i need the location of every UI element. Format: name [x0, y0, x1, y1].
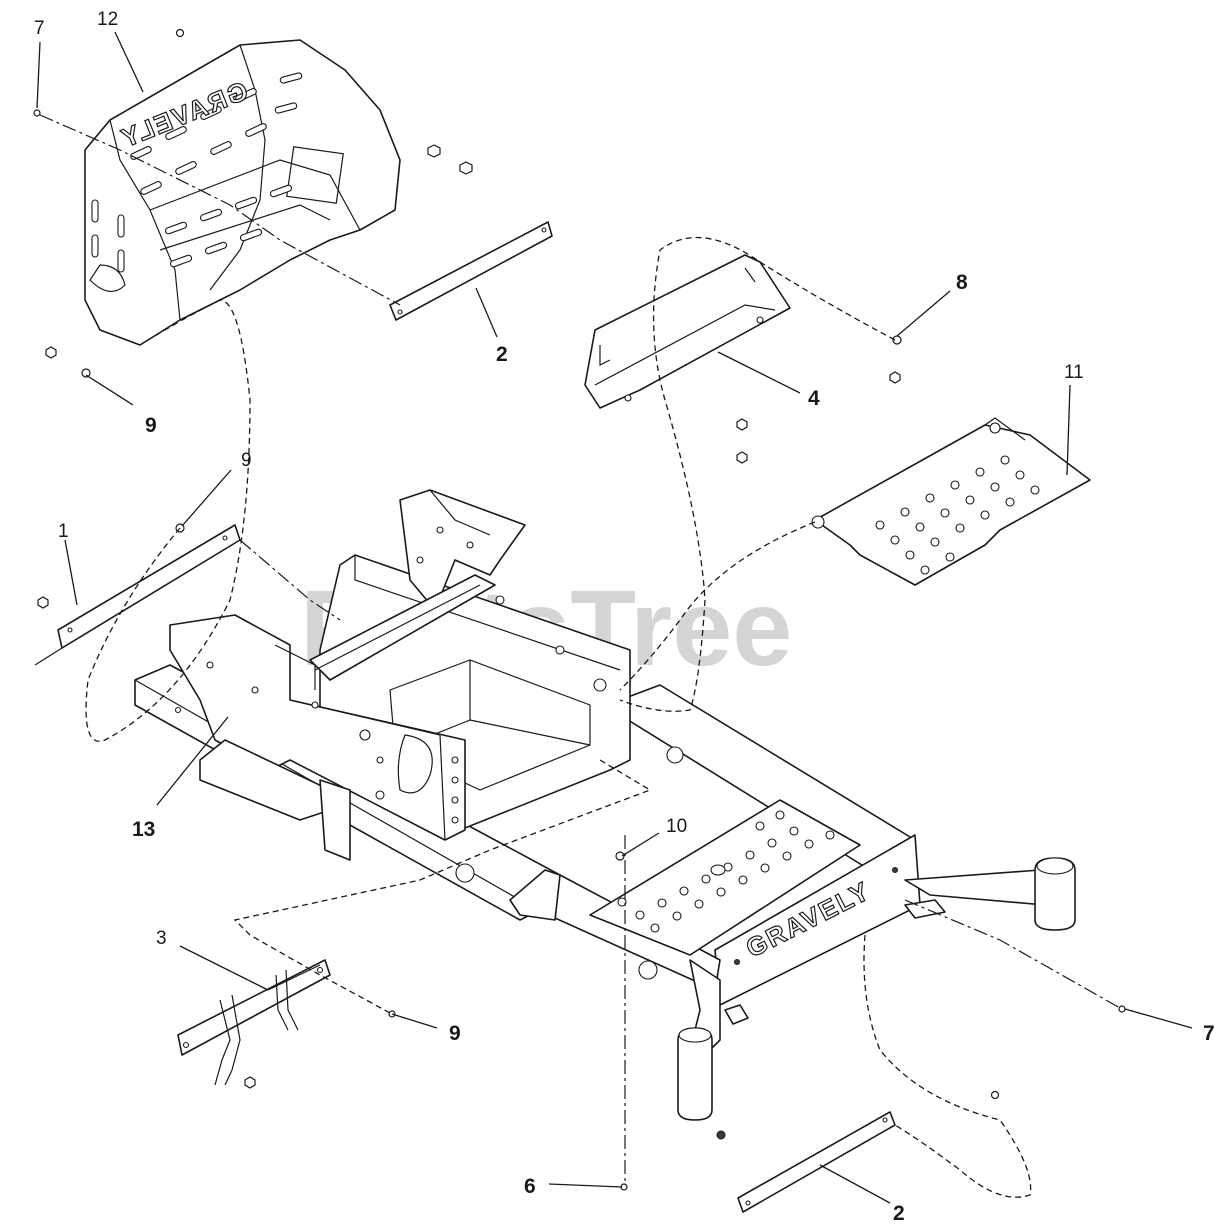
callout-11: 11 [1064, 362, 1084, 383]
foot-plate-part[interactable] [811, 417, 1091, 586]
callout-7-right: 7 [1203, 1022, 1215, 1045]
callout-10: 10 [666, 816, 687, 837]
callout-9-mid: 9 [241, 450, 252, 471]
callout-8: 8 [956, 271, 968, 294]
callout-12: 12 [97, 9, 118, 30]
callout-2-top: 2 [496, 343, 508, 366]
callout-6: 6 [524, 1175, 536, 1198]
fasteners [33, 28, 1126, 1191]
main-frame[interactable]: GRAVELY [134, 489, 1076, 1121]
assembly-lines [39, 114, 1121, 1198]
bracket-part[interactable] [584, 254, 791, 409]
frame-holes [174, 526, 607, 824]
callout-9-bottom: 9 [449, 1022, 461, 1045]
callout-13: 13 [132, 818, 155, 841]
callout-labels: 7 12 2 4 8 11 9 9 1 13 10 3 9 6 7 2 [34, 9, 1215, 1225]
callout-4: 4 [808, 387, 820, 410]
seat-pan-part[interactable]: GRAVELY [84, 39, 401, 346]
seat-pan-slots [91, 72, 303, 273]
callout-2-bottom: 2 [893, 1202, 905, 1225]
callout-3: 3 [156, 928, 167, 949]
callout-7-top: 7 [34, 18, 45, 39]
link-bracket-part[interactable] [177, 959, 331, 1086]
callout-1: 1 [58, 521, 69, 542]
leader-lines [36, 31, 1193, 1204]
callout-9-left: 9 [145, 414, 157, 437]
strip-top-part[interactable] [389, 221, 553, 321]
foot-plate-holes [875, 455, 1040, 575]
frame-footplate-holes [617, 810, 835, 933]
strip-bottom-part[interactable] [737, 1111, 896, 1213]
